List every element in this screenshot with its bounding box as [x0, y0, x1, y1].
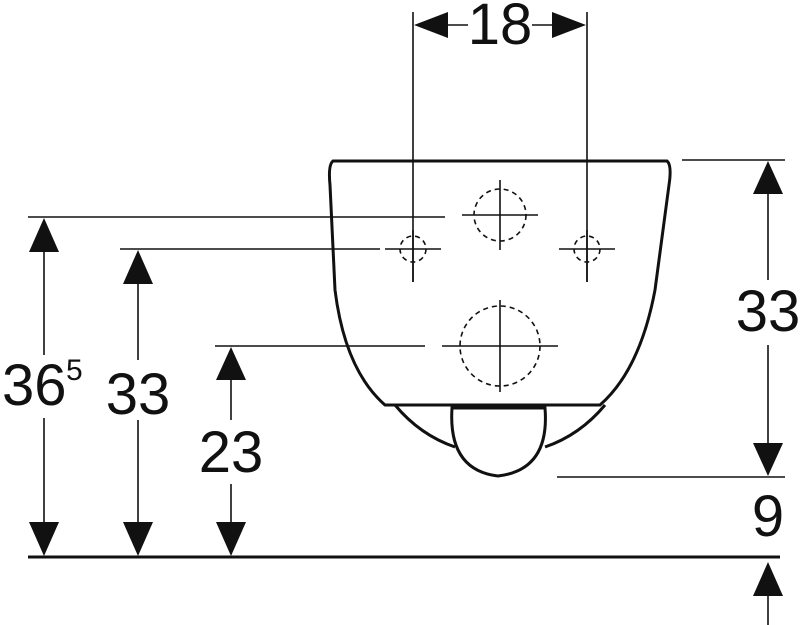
dimension-label-left-outer-sup: 5 [66, 354, 83, 387]
mounting-hole-left [385, 230, 441, 282]
mounting-hole-top-center [462, 180, 538, 250]
dimension-label-right: 33 [736, 279, 800, 344]
dimension-label-left-middle: 33 [106, 362, 171, 427]
dimension-label-left-outer: 36 [2, 353, 67, 418]
toilet-trap [450, 406, 547, 478]
dimension-right-height: 33 [736, 161, 800, 476]
dimension-label-left-inner: 23 [199, 420, 264, 485]
dimension-left-inner: 23 [199, 347, 264, 556]
dimension-label-top: 18 [468, 0, 533, 57]
dimension-left-outer: 36 5 [2, 218, 83, 556]
toilet-bowl-rim [393, 404, 607, 449]
dimension-left-middle: 33 [106, 250, 171, 556]
mounting-hole-right [559, 230, 615, 282]
dimension-label-right-small: 9 [752, 484, 784, 549]
toilet-bowl-outline [327, 159, 672, 407]
drain-outlet-hole [442, 300, 558, 392]
dimension-right-small: 9 [752, 484, 784, 625]
dimension-top-width: 18 [414, 0, 586, 57]
